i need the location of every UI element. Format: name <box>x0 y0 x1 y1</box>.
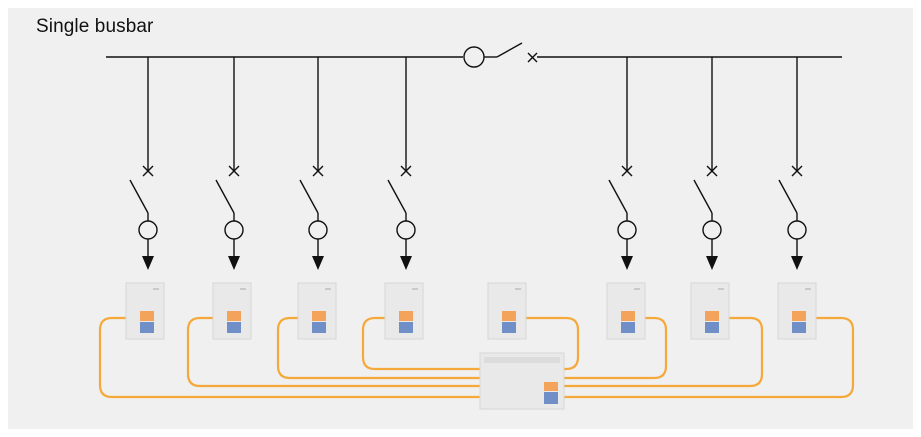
relay-led <box>805 288 811 290</box>
relay-display <box>140 311 154 321</box>
current-transformer-symbol <box>224 220 244 240</box>
bus-coupler-breaker-cross-b <box>527 52 538 63</box>
relay-keypad <box>792 322 806 333</box>
single-line-group <box>106 42 842 270</box>
diagram-title: Single busbar <box>36 16 154 37</box>
feeder-relay <box>384 282 424 340</box>
arrow-head <box>791 256 803 270</box>
breaker-cross-b <box>228 165 240 177</box>
communication-cable <box>562 316 764 388</box>
feeder <box>778 57 807 270</box>
relay-keypad <box>705 322 719 333</box>
breaker-cross-b <box>706 165 718 177</box>
feeder-relay <box>777 282 817 340</box>
bus-coupler-ct-symbol <box>463 46 485 68</box>
switch-blade <box>778 179 798 214</box>
feeder <box>693 57 722 270</box>
relay-led <box>634 288 640 290</box>
breaker-cross-b <box>621 165 633 177</box>
breaker-cross-b <box>142 165 154 177</box>
communication-cable <box>562 316 668 380</box>
relay-led <box>240 288 246 290</box>
feeder <box>608 57 637 270</box>
central-unit-display <box>544 382 558 391</box>
relay-keypad <box>140 322 154 333</box>
switch-blade <box>299 179 319 214</box>
communication-cable <box>276 316 482 380</box>
feeder <box>299 57 328 270</box>
switch-blade <box>608 179 628 214</box>
breaker-cross-b <box>791 165 803 177</box>
relay-keypad <box>227 322 241 333</box>
relay-keypad <box>502 322 516 333</box>
breaker-cross-b <box>312 165 324 177</box>
relay-led <box>153 288 159 290</box>
relay-led <box>412 288 418 290</box>
communication-cable <box>562 316 855 399</box>
communication-cable <box>186 316 482 388</box>
arrow-head <box>142 256 154 270</box>
relay-display <box>621 311 635 321</box>
switch-blade <box>693 179 713 214</box>
device-group <box>125 282 817 410</box>
current-transformer-symbol <box>138 220 158 240</box>
relay-led <box>325 288 331 290</box>
arrow-head <box>400 256 412 270</box>
feeder <box>387 57 416 270</box>
breaker-cross-b <box>400 165 412 177</box>
central-unit-top-strip <box>484 357 560 363</box>
current-transformer-symbol <box>787 220 807 240</box>
current-transformer-symbol <box>308 220 328 240</box>
communication-cable <box>98 316 482 399</box>
communication-cable <box>524 316 580 371</box>
switch-blade <box>129 179 149 214</box>
arrow-head <box>228 256 240 270</box>
relay-display <box>792 311 806 321</box>
feeder <box>129 57 158 270</box>
switch-blade <box>387 179 407 214</box>
relay-display <box>502 311 516 321</box>
feeder-relay <box>690 282 730 340</box>
relay-led <box>718 288 724 290</box>
relay-keypad <box>399 322 413 333</box>
bus-coupler-switch-blade <box>496 42 523 58</box>
communication-cable <box>361 316 482 371</box>
feeder-relay <box>212 282 252 340</box>
relay-led <box>515 288 521 290</box>
relay-display <box>705 311 719 321</box>
feeder-relay <box>297 282 337 340</box>
central-unit-keypad <box>544 392 558 404</box>
current-transformer-symbol <box>617 220 637 240</box>
central-unit <box>479 352 565 410</box>
feeder <box>215 57 244 270</box>
relay-display <box>312 311 326 321</box>
arrow-head <box>621 256 633 270</box>
arrow-head <box>312 256 324 270</box>
relay-display <box>227 311 241 321</box>
bus-coupler-relay <box>487 282 527 340</box>
arrow-head <box>706 256 718 270</box>
relay-keypad <box>312 322 326 333</box>
cable-group <box>98 316 855 399</box>
feeder-relay <box>606 282 646 340</box>
switch-blade <box>215 179 235 214</box>
relay-display <box>399 311 413 321</box>
feeder-relay <box>125 282 165 340</box>
relay-keypad <box>621 322 635 333</box>
current-transformer-symbol <box>396 220 416 240</box>
current-transformer-symbol <box>702 220 722 240</box>
